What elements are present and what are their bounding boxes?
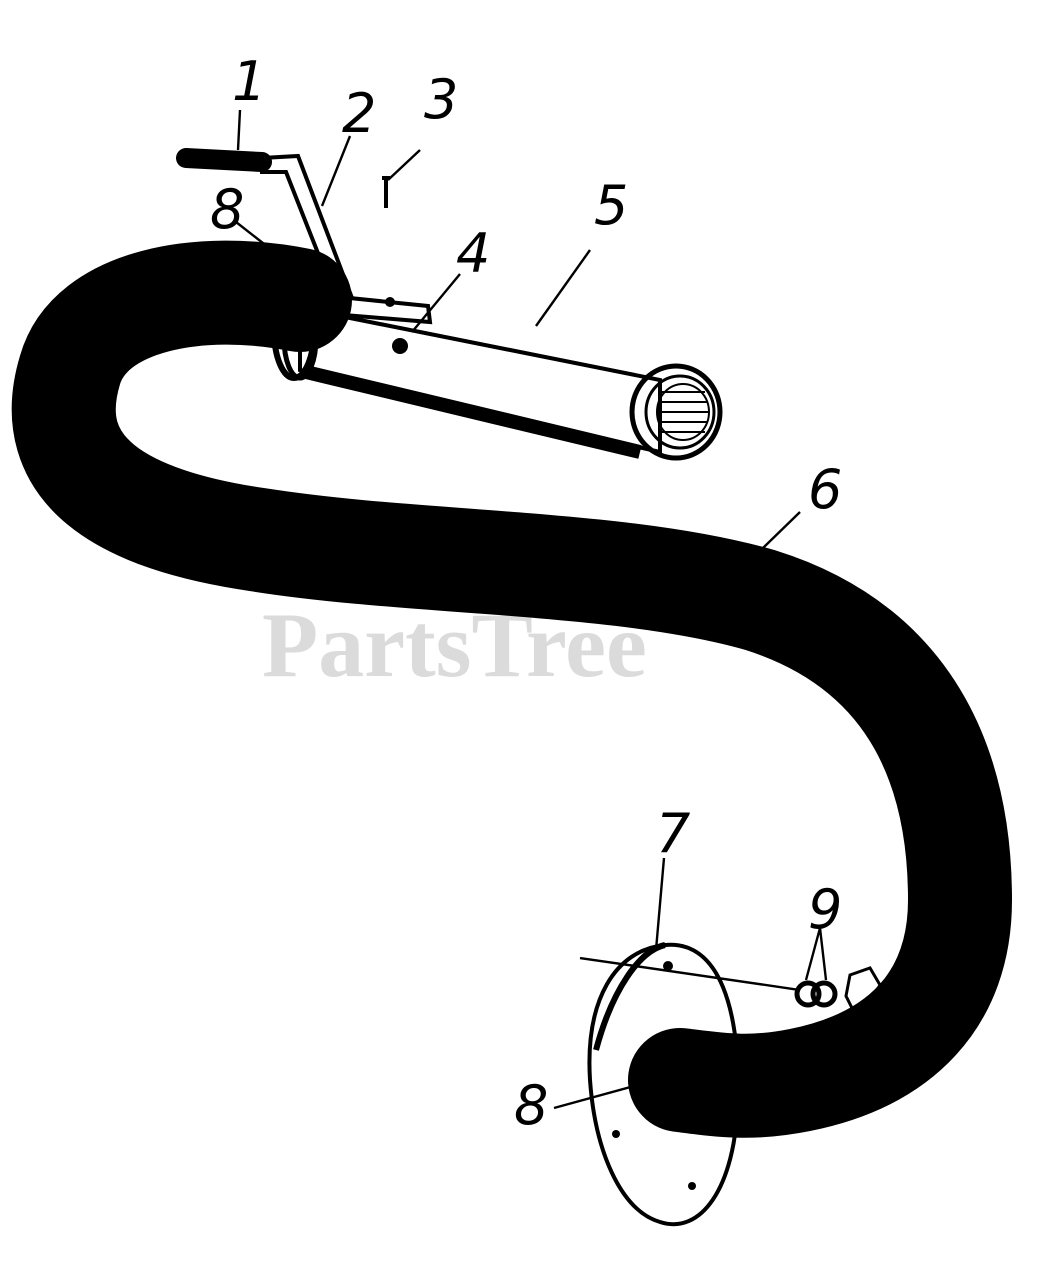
leader-9 xyxy=(804,927,828,981)
hose-ring xyxy=(630,526,647,627)
hardware-pair xyxy=(794,966,882,1015)
nozzle-tube xyxy=(281,295,723,461)
hose-ring xyxy=(908,860,1010,872)
hose-ring xyxy=(483,512,496,613)
hose-ring xyxy=(658,531,677,631)
nut xyxy=(392,338,408,354)
hose-ring xyxy=(702,1033,717,1134)
hose-ring xyxy=(601,522,616,623)
hose-ring xyxy=(901,794,1000,819)
hose-ring xyxy=(686,536,709,636)
leader-1 xyxy=(236,109,242,151)
hose-ring xyxy=(762,1034,776,1135)
callout-6: 6 xyxy=(808,458,842,521)
hose-ring xyxy=(904,940,1002,970)
callouts: 1 2 3 4 5 6 7 8 8 9 xyxy=(210,50,842,1137)
hose-ring xyxy=(363,502,376,604)
hose-ring xyxy=(16,376,116,398)
hose-ring xyxy=(126,256,161,353)
hose-ring xyxy=(226,242,235,343)
hose-ring xyxy=(812,1024,844,1122)
hose-ring xyxy=(542,516,556,618)
hose-ring xyxy=(302,496,318,597)
hose-ring xyxy=(896,959,988,1007)
hose-ring xyxy=(894,760,992,794)
hose-ring xyxy=(834,1016,878,1110)
hose-ring xyxy=(196,243,208,344)
hose-ring xyxy=(809,593,867,679)
hose-ring xyxy=(162,248,184,347)
hose-ring xyxy=(423,507,436,608)
leader-8b xyxy=(553,1078,657,1110)
leader-2 xyxy=(320,135,352,207)
hose-ring xyxy=(741,550,771,648)
hose-ring xyxy=(240,489,260,589)
hose-ring xyxy=(255,244,269,345)
callout-4: 4 xyxy=(456,222,490,285)
callout-3: 3 xyxy=(424,68,458,131)
nozzle-inner-ribs xyxy=(660,391,709,433)
hose-ring xyxy=(79,449,140,533)
hose-ring xyxy=(886,977,968,1041)
hose-ring xyxy=(271,493,289,593)
leader-7 xyxy=(654,857,666,951)
hose-ring xyxy=(714,542,740,641)
leader-7-axis xyxy=(579,956,801,992)
hose-ring xyxy=(209,484,232,583)
hose-ring xyxy=(854,1005,911,1093)
hose-ring xyxy=(861,666,945,728)
callout-7: 7 xyxy=(656,802,690,865)
handle-grip xyxy=(176,148,272,172)
hose-ring xyxy=(872,992,942,1070)
hose-ring xyxy=(886,728,980,771)
hose-ring xyxy=(48,437,126,506)
leader-6 xyxy=(727,511,801,583)
hose-clamp-bottom xyxy=(654,1068,668,1108)
leader-lines xyxy=(235,109,828,1110)
callout-1: 1 xyxy=(232,50,266,113)
hose-ring xyxy=(393,505,406,606)
hose-ring xyxy=(787,575,836,667)
hose-ring xyxy=(111,460,159,552)
callout-8-top: 8 xyxy=(210,178,244,241)
hose-ring xyxy=(177,477,206,576)
hose-ring xyxy=(513,514,526,615)
hose-clamp-top xyxy=(271,262,317,381)
screw xyxy=(382,176,390,208)
leader-5 xyxy=(535,249,591,327)
bracket-screw-hole xyxy=(385,297,395,307)
hose-ring xyxy=(453,509,466,611)
hose-ring xyxy=(909,893,1011,902)
leader-3 xyxy=(387,149,421,181)
hose-ring xyxy=(875,696,964,749)
leader-8a xyxy=(235,221,301,273)
hose-ring xyxy=(906,827,1006,845)
callout-2: 2 xyxy=(342,82,376,145)
callout-5: 5 xyxy=(594,174,628,237)
hose-ring xyxy=(764,561,805,656)
hose-ring xyxy=(572,519,586,620)
hose-ring xyxy=(787,1031,811,1130)
hose-ring xyxy=(144,470,181,566)
hose-ring xyxy=(24,424,118,467)
hose-ring xyxy=(332,500,347,601)
callout-9: 9 xyxy=(808,878,842,941)
hose-ring xyxy=(908,918,1009,933)
hose-ring xyxy=(14,411,115,424)
leader-4 xyxy=(411,273,461,333)
hose-ring xyxy=(828,614,895,694)
hose-ring xyxy=(28,335,121,381)
callout-8-bottom: 8 xyxy=(514,1074,548,1137)
hose-ring xyxy=(846,638,922,710)
flex-hose xyxy=(11,240,1013,1138)
hose-corrugations xyxy=(14,242,1011,1136)
hose-ring xyxy=(55,297,128,371)
hose-ring xyxy=(90,272,142,362)
